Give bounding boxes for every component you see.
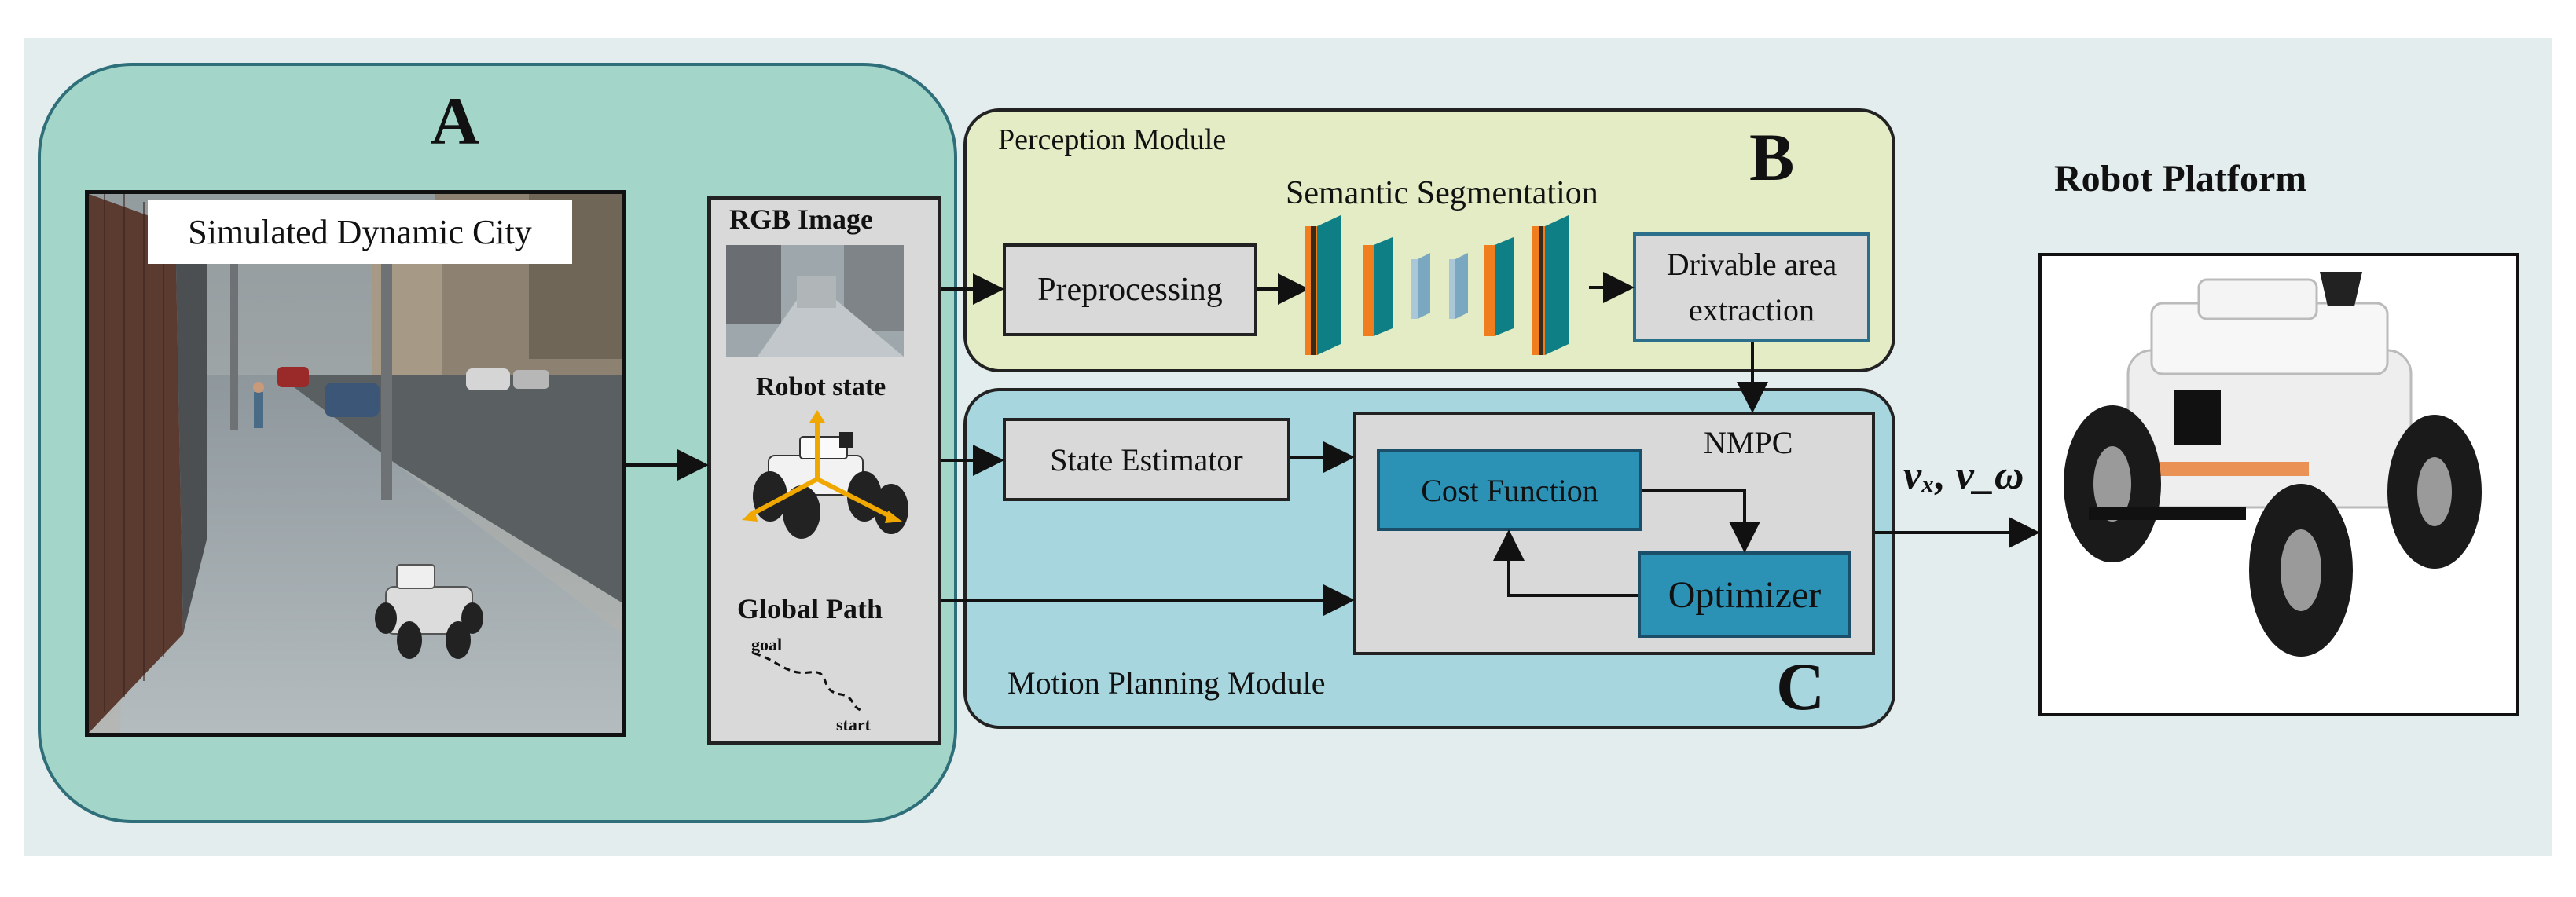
state-estimator-box: State Estimator bbox=[1003, 418, 1290, 501]
rgb-image-thumbnail bbox=[726, 245, 904, 357]
drivable-area-box: Drivable area extraction bbox=[1633, 232, 1870, 342]
rgb-image-illustration bbox=[726, 245, 904, 357]
cnn-layer-1 bbox=[1305, 215, 1341, 355]
cnn-layer-3 bbox=[1411, 253, 1430, 319]
cnn-layer-2 bbox=[1363, 237, 1393, 336]
panel-b-letter: B bbox=[1749, 119, 1795, 195]
rgb-image-label: RGB Image bbox=[729, 203, 873, 235]
drivable-area-line1: Drivable area bbox=[1666, 247, 1837, 282]
nmpc-label: NMPC bbox=[1704, 425, 1793, 460]
perception-module-title: Perception Module bbox=[998, 123, 1227, 156]
velocity-output-label: vₓ, v_ω bbox=[1903, 453, 2024, 498]
robot-platform-illustration bbox=[2064, 272, 2482, 657]
start-label: start bbox=[836, 715, 871, 734]
global-path-label: Global Path bbox=[737, 593, 883, 624]
robot-state-illustration bbox=[742, 410, 908, 539]
robot-state-label: Robot state bbox=[756, 372, 886, 401]
arrow-optimizer-to-cost bbox=[1493, 529, 1638, 597]
panel-c-letter: C bbox=[1776, 649, 1826, 724]
cnn-layer-6 bbox=[1532, 215, 1569, 355]
optimizer-box: Optimizer bbox=[1638, 551, 1851, 638]
arrow-cost-to-optimizer bbox=[1642, 489, 1760, 553]
semantic-segmentation-label: Semantic Segmentation bbox=[1286, 175, 1598, 211]
global-path-curve bbox=[754, 652, 865, 713]
robot-state-graphic bbox=[714, 408, 937, 566]
robot-platform-box bbox=[2038, 253, 2519, 716]
robot-platform-title: Robot Platform bbox=[2054, 158, 2307, 200]
city-label: Simulated Dynamic City bbox=[148, 200, 572, 264]
drivable-area-line2: extraction bbox=[1689, 292, 1815, 328]
goal-label: goal bbox=[751, 635, 783, 654]
panel-a-letter: A bbox=[431, 83, 480, 159]
cnn-layer-4 bbox=[1449, 253, 1468, 319]
cnn-layer-5 bbox=[1484, 237, 1514, 336]
city-scene-image bbox=[85, 190, 626, 737]
cnn-encoder-decoder bbox=[1305, 215, 1569, 355]
city-scene-illustration bbox=[89, 194, 622, 733]
preprocessing-box: Preprocessing bbox=[1003, 243, 1257, 336]
cost-function-box: Cost Function bbox=[1377, 449, 1642, 531]
motion-planning-module-title: Motion Planning Module bbox=[1007, 665, 1326, 701]
